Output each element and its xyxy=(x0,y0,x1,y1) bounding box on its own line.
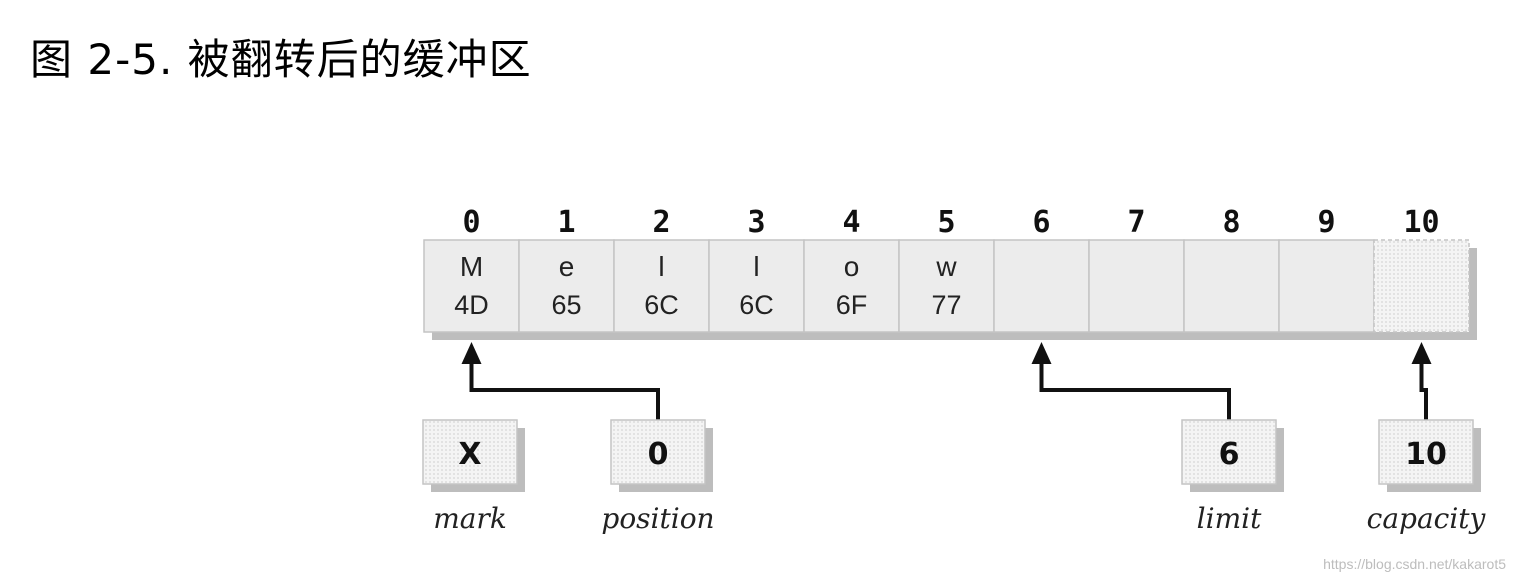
capacity-arrow-line xyxy=(1419,356,1428,420)
buffer-cell xyxy=(993,239,1090,333)
capacity-label: capacity xyxy=(1367,502,1487,535)
buffer-cells: M 4D e 65 l 6C l 6C o 6F w 77 xyxy=(423,239,1477,340)
index-label: 7 xyxy=(1127,205,1145,240)
cell-hex: 4D xyxy=(454,290,489,320)
index-label: 3 xyxy=(747,205,765,240)
limit-box xyxy=(1181,419,1277,485)
position-box xyxy=(610,419,706,485)
limit-label: limit xyxy=(1197,502,1262,535)
index-label: 10 xyxy=(1403,205,1439,240)
limit-value: 6 xyxy=(1219,437,1240,472)
cell-hex: 6C xyxy=(739,290,774,320)
cell-hex: 6C xyxy=(644,290,679,320)
watermark: https://blog.csdn.net/kakarot5 xyxy=(1323,556,1506,572)
index-label: 1 xyxy=(557,205,575,240)
position-label: position xyxy=(601,502,714,535)
mark-box xyxy=(422,419,518,485)
buffer-cell xyxy=(1183,239,1280,333)
index-label: 0 xyxy=(462,205,480,240)
index-label: 2 xyxy=(652,205,670,240)
cell-hex: 77 xyxy=(931,290,961,320)
cell-hex: 65 xyxy=(551,290,581,320)
index-label: 4 xyxy=(842,205,860,240)
buffer-cell xyxy=(423,239,520,333)
index-label: 5 xyxy=(937,205,955,240)
buffer-cell xyxy=(1373,239,1470,333)
index-label: 8 xyxy=(1222,205,1240,240)
position-arrow-head xyxy=(461,342,482,364)
index-label: 6 xyxy=(1032,205,1050,240)
cell-char: o xyxy=(844,251,860,282)
position-value: 0 xyxy=(648,437,669,472)
buffer-cell xyxy=(1278,239,1375,333)
cell-char: e xyxy=(559,251,575,282)
buffer-cell xyxy=(898,239,995,333)
buffer-cell xyxy=(708,239,805,333)
buffer-cell xyxy=(803,239,900,333)
limit-arrow-line xyxy=(1039,356,1231,420)
cell-char: l xyxy=(658,251,664,282)
capacity-value: 10 xyxy=(1405,437,1447,472)
capacity-box xyxy=(1378,419,1474,485)
limit-arrow-head xyxy=(1031,342,1052,364)
index-row: 0 1 2 3 4 5 6 7 8 9 10 xyxy=(462,205,1439,240)
index-label: 9 xyxy=(1317,205,1335,240)
mark-label: mark xyxy=(433,502,507,535)
buffer-cell xyxy=(1088,239,1185,333)
mark-value: X xyxy=(458,437,481,472)
capacity-arrow-head xyxy=(1411,342,1432,364)
cell-hex: 6F xyxy=(836,290,868,320)
pointer-arrows xyxy=(461,342,1432,420)
position-arrow-line xyxy=(469,356,660,420)
cell-char: l xyxy=(753,251,759,282)
cell-char: w xyxy=(935,251,957,282)
cell-char: M xyxy=(460,251,483,282)
figure-title: 图 2-5. 被翻转后的缓冲区 xyxy=(30,35,532,84)
